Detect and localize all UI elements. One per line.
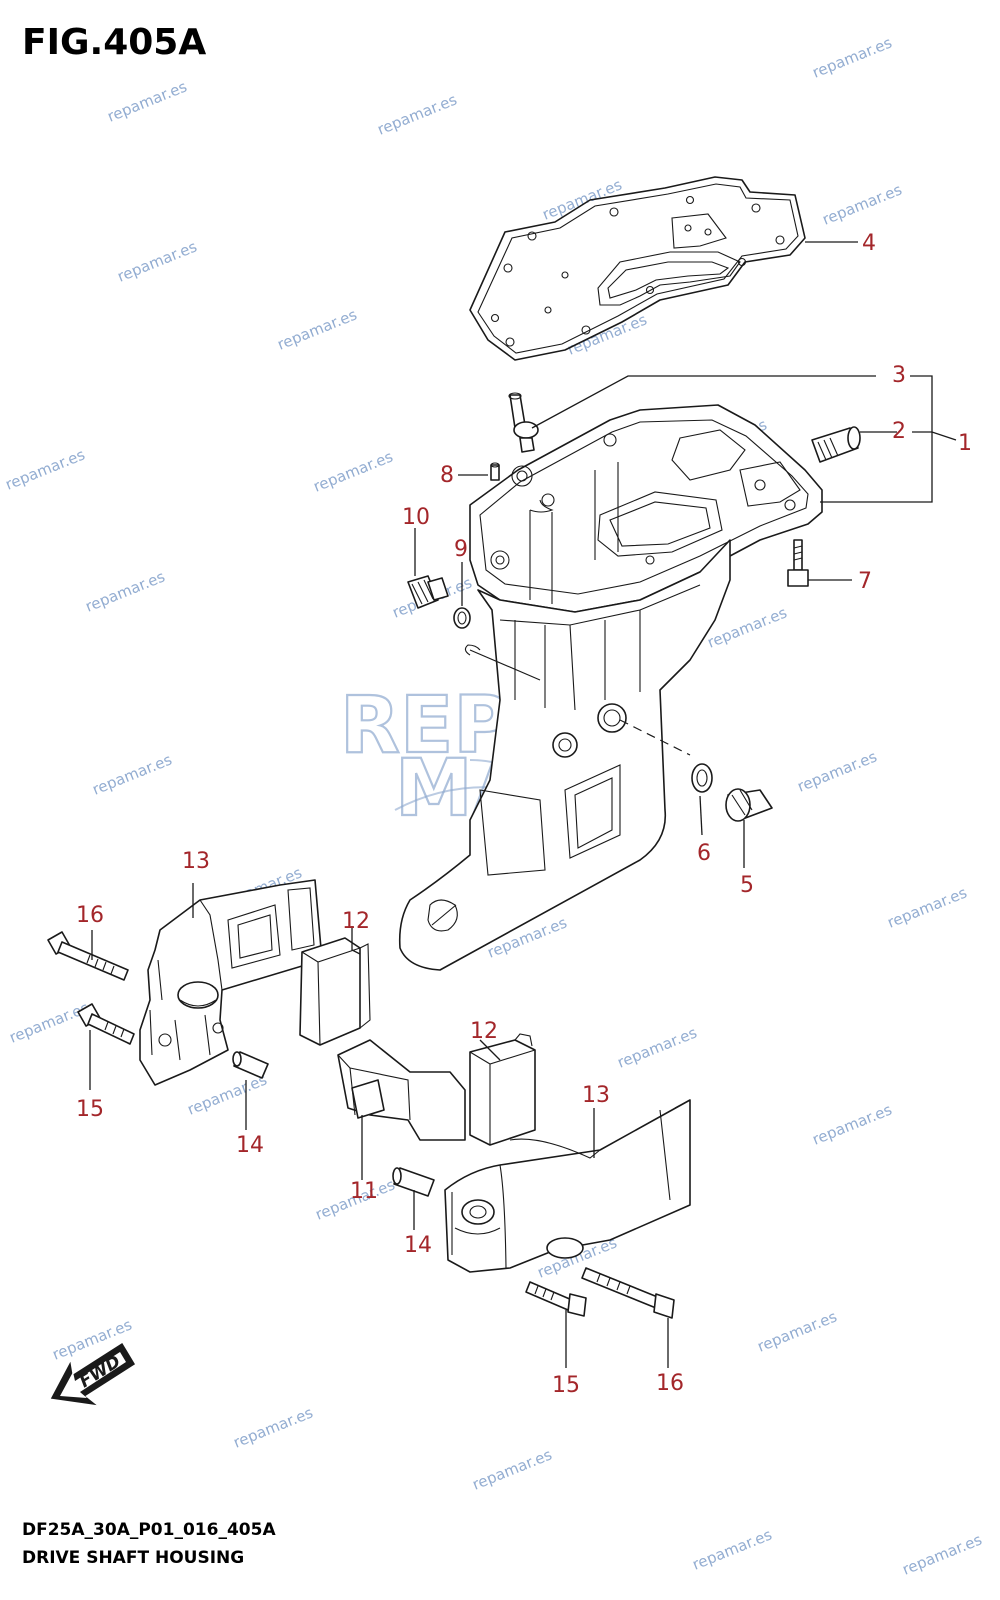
watermark-text: repamar.es — [115, 237, 200, 285]
drive-shaft-housing-part — [398, 404, 823, 971]
watermark-text: repamar.es — [690, 1525, 775, 1573]
mount-cover-part-11 — [337, 1039, 466, 1141]
callout-5: 5 — [740, 873, 754, 898]
drain-plug-part-5 — [725, 788, 773, 822]
watermark-text: repamar.es — [565, 310, 650, 358]
rubber-mount-part-12b — [469, 1033, 536, 1146]
watermark-text: repamar.es — [3, 445, 88, 493]
callout-15a: 15 — [76, 1097, 104, 1122]
callout-13b: 13 — [582, 1083, 610, 1108]
gasket-part — [469, 176, 806, 361]
washer-part-9 — [453, 607, 471, 629]
watermark-text: repamar.es — [795, 747, 880, 795]
callout-11: 11 — [350, 1179, 378, 1204]
watermark-text: repamar.es — [810, 33, 895, 81]
plug-part-10 — [407, 575, 449, 609]
callout-12b: 12 — [470, 1019, 498, 1044]
callout-6: 6 — [697, 841, 711, 866]
watermark-text: repamar.es — [820, 180, 905, 228]
watermark-text: repamar.es — [7, 998, 92, 1046]
watermark-text: repamar.es — [885, 883, 970, 931]
callout-13a: 13 — [182, 849, 210, 874]
washer-part-6 — [691, 763, 713, 793]
watermark-text: repamar.es — [540, 175, 625, 223]
watermark-text: repamar.es — [375, 90, 460, 138]
callout-8: 8 — [440, 463, 454, 488]
callout-14a: 14 — [236, 1133, 264, 1158]
mount-bracket-part-13a — [139, 879, 323, 1086]
callout-labels: 1 2 3 4 5 6 7 8 9 10 11 12 12 13 13 14 1… — [76, 231, 972, 1398]
callout-4: 4 — [862, 231, 876, 256]
callout-1: 1 — [958, 431, 972, 456]
bolt-part-15a — [77, 1003, 135, 1045]
bolt-part-16b — [581, 1267, 675, 1319]
leader-lines — [89, 241, 957, 1368]
figure-code: DF25A_30A_P01_016_405A — [22, 1520, 276, 1540]
callout-2: 2 — [892, 419, 906, 444]
watermark-text: repamar.es — [83, 567, 168, 615]
figure-title: FIG.405A — [22, 22, 207, 63]
callout-3: 3 — [892, 363, 906, 388]
watermark-text: repamar.es — [231, 1403, 316, 1451]
watermark-text: repamar.es — [755, 1307, 840, 1355]
watermark-text: repamar.es — [90, 750, 175, 798]
callout-15b: 15 — [552, 1373, 580, 1398]
pin-part-14b — [392, 1167, 435, 1197]
watermark-text: repamar.es — [615, 1023, 700, 1071]
dowel-pin-part — [490, 462, 500, 481]
callout-10: 10 — [402, 505, 430, 530]
tube-part — [508, 392, 539, 453]
watermark-text: repamar.es — [810, 1100, 895, 1148]
fitting-part — [811, 426, 861, 463]
pin-part-14a — [232, 1051, 269, 1079]
callout-9: 9 — [454, 537, 468, 562]
figure-name: DRIVE SHAFT HOUSING — [22, 1548, 245, 1568]
watermark-text: repamar.es — [105, 77, 190, 125]
bolt-part-15b — [525, 1281, 587, 1317]
callout-12a: 12 — [342, 909, 370, 934]
callout-14b: 14 — [404, 1233, 432, 1258]
mount-bracket-part-13b — [444, 1099, 691, 1273]
bolt-part-7 — [787, 539, 809, 587]
bolt-part-16a — [47, 931, 129, 981]
watermark-text: repamar.es — [185, 1070, 270, 1118]
rubber-mount-part-12a — [299, 937, 371, 1046]
callout-16a: 16 — [76, 903, 104, 928]
logo-text-top: REP — [340, 681, 511, 771]
watermark-text: repamar.es — [470, 1445, 555, 1493]
callout-7: 7 — [858, 569, 872, 594]
callout-16b: 16 — [656, 1371, 684, 1396]
watermark-text: repamar.es — [900, 1530, 985, 1578]
fwd-direction-marker: FWD — [50, 1342, 136, 1406]
watermark-text: repamar.es — [311, 447, 396, 495]
watermark-text: repamar.es — [275, 305, 360, 353]
